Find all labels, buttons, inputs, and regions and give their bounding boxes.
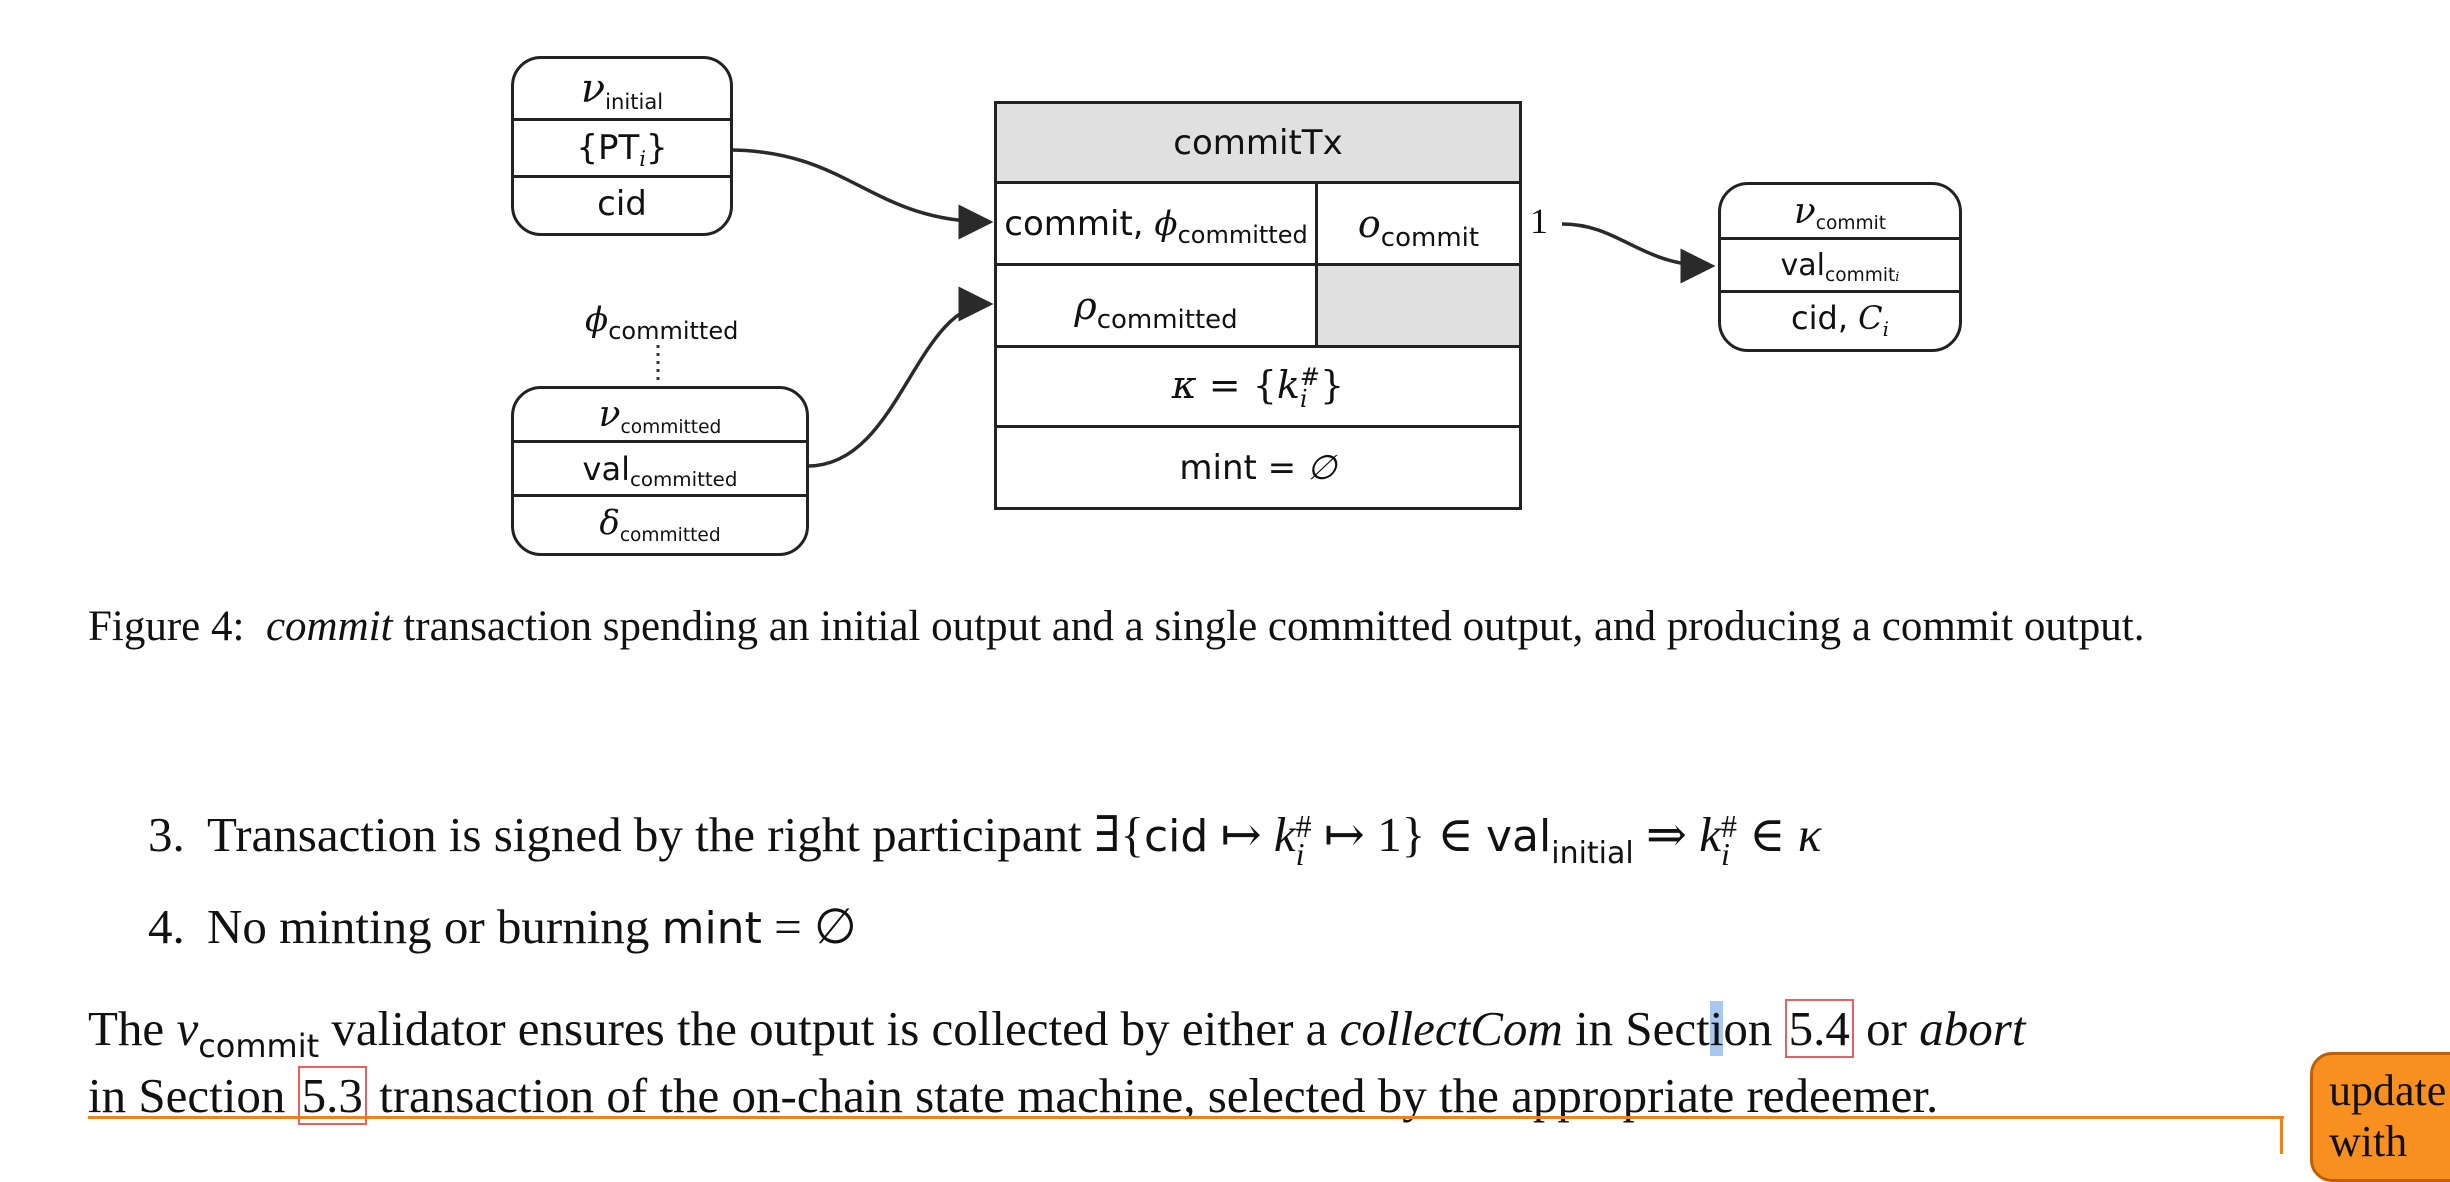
tx-input-commit: commit, ϕcommitted [994, 181, 1318, 266]
validator-paragraph: The νcommit validator ensures the output… [88, 999, 2026, 1125]
list-item-3: 3. Transaction is signed by the right pa… [148, 806, 1822, 872]
list-item-4: 4. No minting or burning mint = ∅ [148, 898, 857, 955]
abort-term: abort [1919, 1001, 2026, 1056]
tx-signers: κ = {k#i} [994, 345, 1522, 428]
caption-label: Figure 4: [88, 603, 245, 650]
initial-validator-row: νinitial [514, 59, 730, 121]
arrow-initial-to-commit [727, 148, 994, 240]
tx-empty-output [1315, 263, 1522, 348]
margin-annotation-note[interactable]: update with [2310, 1052, 2450, 1182]
list-item-3-number: 3. [148, 807, 185, 862]
commit-validator-row: νcommit [1721, 185, 1959, 240]
tx-input-rho: ρcommitted [994, 263, 1318, 348]
tx-header: commitTx [994, 101, 1522, 184]
nu-commit-symbol: νcommit [176, 1001, 320, 1065]
committed-validator-row: νcommitted [514, 389, 806, 443]
tx-output-commit: ocommit [1315, 181, 1522, 266]
commit-value-row: valcommiti [1721, 240, 1959, 293]
initial-output-box: νinitial {PTi} cid [511, 56, 733, 236]
margin-annotation-text: update with [2329, 1066, 2447, 1166]
commit-output-box: νcommit valcommiti cid, Ci [1718, 182, 1962, 352]
output-index-label: 1 [1530, 201, 1548, 241]
collectcom-term: collectCom [1339, 1001, 1563, 1056]
annotation-connector [2280, 1116, 2283, 1154]
text-cursor-selection: i [1709, 1001, 1724, 1056]
list-item-4-number: 4. [148, 899, 185, 954]
signature-formula: ∃{cid ↦ k#i ↦ 1} ∈ valinitial ⇒ k#i ∈ κ [1093, 807, 1822, 872]
figure-connectors [656, 148, 1716, 468]
list-item-3-text: Transaction is signed by the right parti… [207, 807, 1082, 862]
committed-output-box: νcommitted valcommitted δcommitted [511, 386, 809, 556]
list-item-4-text: No minting or burning [207, 899, 650, 954]
initial-cid-row: cid [597, 184, 647, 224]
caption-emph: commit [265, 603, 393, 650]
committed-value-row: valcommitted [514, 443, 806, 497]
figure-caption: Figure 4: commit transaction spending an… [88, 598, 2268, 655]
arrow-output-to-commit-box [1561, 222, 1716, 284]
annotation-underline [88, 1116, 2284, 1119]
section-5-3-link[interactable]: 5.3 [297, 1066, 367, 1125]
mint-formula: mint = ∅ [661, 899, 857, 954]
section-5-4-link[interactable]: 5.4 [1784, 999, 1854, 1058]
committed-datum-label: ϕcommitted [585, 300, 739, 345]
arrow-committed-to-rho [807, 286, 994, 468]
initial-pt-row: {PTi} [514, 121, 730, 178]
caption-text: transaction spending an initial output a… [392, 603, 2145, 650]
tx-mint: mint = ∅ [994, 425, 1522, 510]
commit-cid-row: cid, Ci [1791, 299, 1889, 341]
committed-delta-row: δcommitted [599, 503, 721, 546]
